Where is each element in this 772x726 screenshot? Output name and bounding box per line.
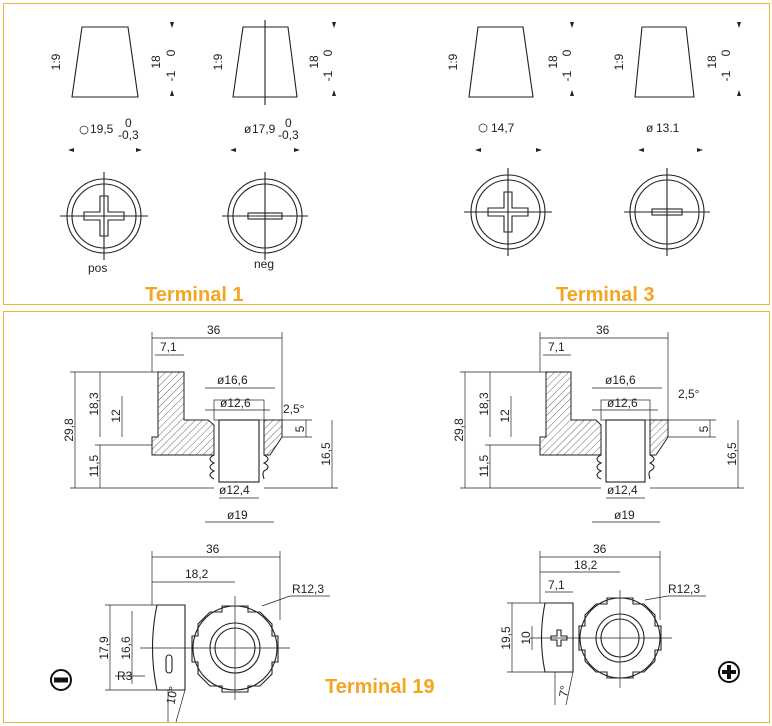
dim-11-5: 11,5 bbox=[477, 454, 491, 477]
title-terminal-1: Terminal 1 bbox=[145, 284, 244, 306]
dim-18-3: 18,3 bbox=[87, 392, 101, 416]
dim-d16-6: ø16,6 bbox=[605, 373, 636, 387]
t3-pos-top-view bbox=[464, 168, 552, 256]
t19-left-section: 36 7,1 ø16,6 ø12,6 2,5° ø12,4 ø19 29,8 1… bbox=[62, 323, 338, 523]
dim-36: 36 bbox=[206, 542, 220, 556]
tol-dn: -1 bbox=[560, 70, 574, 81]
dim-18-2: 18,2 bbox=[574, 558, 598, 572]
tol-dn: -1 bbox=[164, 70, 178, 81]
height-label: 18 bbox=[149, 55, 163, 69]
dim-5: 5 bbox=[697, 425, 711, 432]
tol-up: 0 bbox=[321, 49, 335, 56]
dim-11-5: 11,5 bbox=[87, 454, 101, 477]
title-terminal-3: Terminal 3 bbox=[556, 284, 655, 306]
dim-angle: 2,5° bbox=[283, 402, 305, 416]
t1-pos-profile: 1:9 18 0 -1 bbox=[49, 22, 178, 98]
dim-29-8: 29,8 bbox=[62, 418, 76, 442]
height-label: 18 bbox=[307, 55, 321, 69]
dim-d16-6: ø16,6 bbox=[217, 373, 248, 387]
diam-label: 13.1 bbox=[656, 121, 680, 135]
tol-dn: -0,3 bbox=[278, 128, 299, 142]
taper-label: 1:9 bbox=[446, 53, 460, 70]
dim-36: 36 bbox=[207, 323, 221, 337]
dim-29-8: 29,8 bbox=[452, 418, 466, 442]
dim-36: 36 bbox=[593, 542, 607, 556]
dim-angle: 2,5° bbox=[678, 387, 700, 401]
tol-dn: -1 bbox=[321, 70, 335, 81]
tol-up: 0 bbox=[285, 116, 292, 130]
t3-neg-profile: 1:9 18 0 -1 bbox=[612, 22, 741, 98]
dim-d12-4: ø12,4 bbox=[219, 483, 250, 497]
dim-d12-6: ø12,6 bbox=[607, 396, 638, 410]
tol-up: 0 bbox=[164, 49, 178, 56]
tol-up: 0 bbox=[719, 49, 733, 56]
dim-r12-3: R12,3 bbox=[292, 582, 324, 596]
dim-r12-3: R12,3 bbox=[668, 582, 700, 596]
dim-10: 10 bbox=[519, 631, 533, 645]
tol-dn: -1 bbox=[719, 70, 733, 81]
terminal-1-3-panel bbox=[3, 3, 770, 305]
height-label: 18 bbox=[546, 55, 560, 69]
dim-7deg: 7° bbox=[556, 684, 572, 698]
dim-36: 36 bbox=[596, 323, 610, 337]
dim-17-9: 17,9 bbox=[97, 636, 111, 660]
dim-r3: R3 bbox=[117, 669, 133, 683]
dim-7-1: 7,1 bbox=[548, 340, 565, 354]
dim-16-5: 16,5 bbox=[319, 442, 333, 466]
negative-symbol bbox=[50, 669, 72, 691]
tol-up: 0 bbox=[560, 49, 574, 56]
diam-label: 14,7 bbox=[491, 121, 515, 135]
diam-symbol: ø bbox=[646, 121, 654, 135]
terminal-19-panel bbox=[3, 311, 770, 723]
taper-label: 1:9 bbox=[211, 53, 225, 70]
tol-up: 0 bbox=[125, 116, 132, 130]
t1-neg-profile: 1:9 18 0 -1 bbox=[211, 20, 336, 105]
dim-12: 12 bbox=[498, 409, 512, 423]
dim-7-1: 7,1 bbox=[548, 578, 565, 592]
dim-12: 12 bbox=[109, 409, 123, 423]
t1-pos-top-view: pos bbox=[60, 172, 148, 275]
dim-d12-6: ø12,6 bbox=[220, 396, 251, 410]
title-terminal-19: Terminal 19 bbox=[325, 676, 435, 698]
dim-16-5: 16,5 bbox=[725, 442, 739, 466]
diam-label: 17,9 bbox=[252, 122, 276, 136]
tol-dn: -0,3 bbox=[118, 128, 139, 142]
dim-18-2: 18,2 bbox=[185, 567, 209, 581]
positive-symbol bbox=[718, 661, 740, 683]
t3-neg-top-view bbox=[624, 168, 710, 256]
t1-neg-diameter: ø 17,9 0 -0,3 bbox=[230, 116, 300, 152]
t19-right-section: 36 7,1 ø16,6 ø12,6 2,5° ø12,4 ø19 29,8 1… bbox=[452, 323, 744, 523]
t3-neg-diameter: ø 13.1 bbox=[638, 121, 703, 152]
diam-symbol: ø bbox=[244, 122, 252, 136]
t1-pos-diameter: 19,5 0 -0,3 bbox=[68, 116, 142, 152]
t1-neg-top-view: neg bbox=[222, 172, 308, 271]
height-label: 18 bbox=[705, 55, 719, 69]
taper-label: 1:9 bbox=[612, 53, 626, 70]
neg-label: neg bbox=[254, 257, 274, 271]
dim-16-6: 16,6 bbox=[119, 636, 133, 660]
dim-19-5: 19,5 bbox=[499, 626, 513, 650]
dim-5: 5 bbox=[293, 425, 307, 432]
dim-d19: ø19 bbox=[227, 508, 248, 522]
dim-d12-4: ø12,4 bbox=[607, 483, 638, 497]
dim-7-1: 7,1 bbox=[160, 340, 177, 354]
dim-18-3: 18,3 bbox=[477, 392, 491, 416]
dim-d19: ø19 bbox=[614, 508, 635, 522]
t3-pos-diameter: 14,7 bbox=[475, 121, 542, 152]
pos-label: pos bbox=[88, 261, 107, 275]
taper-label: 1:9 bbox=[49, 53, 63, 70]
t19-right-top-view: 36 18,2 7,1 R12,3 19,5 10 7° bbox=[499, 542, 706, 706]
t19-left-top-view: 36 18,2 R12,3 17,9 16,6 R3 10° bbox=[97, 542, 330, 723]
t3-pos-profile: 1:9 18 0 -1 bbox=[446, 22, 574, 98]
dim-10deg: 10° bbox=[164, 685, 181, 706]
diam-label: 19,5 bbox=[90, 122, 114, 136]
